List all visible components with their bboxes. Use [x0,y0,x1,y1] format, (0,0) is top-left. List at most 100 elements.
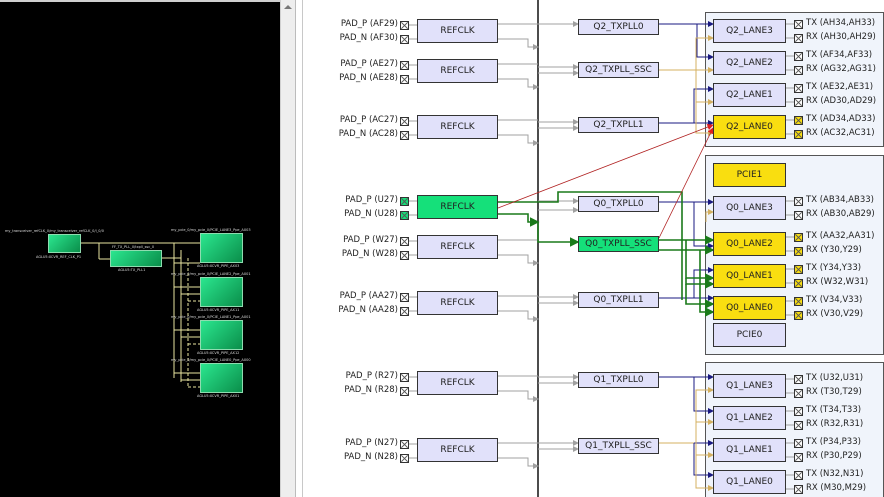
refclk-block[interactable]: REFCLK [417,438,498,462]
rx-pin-icon[interactable] [794,247,803,256]
rx-pin-icon[interactable] [794,311,803,320]
rx-pin-label: RX (AH30,AH29) [806,32,876,42]
lane-block[interactable]: Q2_LANE3 [713,19,786,43]
rx-pin-icon[interactable] [794,66,803,75]
txpll-block[interactable]: Q1_TXPLL0 [578,372,659,388]
rx-pin-label: RX (AB30,AB29) [806,209,875,219]
tx-pin-icon[interactable] [794,265,803,274]
rx-pin-icon[interactable] [794,485,803,494]
pad-pin-icon[interactable] [400,197,409,206]
txpll-block[interactable]: Q2_TXPLL1 [578,117,659,133]
rx-pin-icon[interactable] [794,130,803,139]
lane-block[interactable]: Q2_LANE0 [713,115,786,139]
rx-pin-icon[interactable] [794,34,803,43]
refclk-block[interactable]: REFCLK [417,291,498,315]
pad-pin-icon[interactable] [400,35,409,44]
wire [498,78,539,90]
tx-pin-icon[interactable] [794,297,803,306]
pad-pin-icon[interactable] [400,211,409,220]
wire [695,443,714,458]
rx-pin-icon[interactable] [794,421,803,430]
pad-p-label: PAD_P (AC27) [339,115,398,125]
lane-block[interactable]: Q0_LANE1 [713,264,786,288]
pad-pin-icon[interactable] [400,373,409,382]
wire [498,191,683,300]
pad-pin-icon[interactable] [400,454,409,463]
tx-pin-icon[interactable] [794,84,803,93]
tx-pin-icon[interactable] [794,20,803,29]
pad-pin-icon[interactable] [400,21,409,30]
scroll-up-arrow-icon[interactable] [284,5,292,9]
refclk-block[interactable]: REFCLK [417,195,498,219]
rx-pin-icon[interactable] [794,279,803,288]
lane-block[interactable]: Q2_LANE2 [713,51,786,75]
refclk-block[interactable]: REFCLK [417,115,498,139]
rx-pin-icon[interactable] [794,211,803,220]
refclk-block[interactable]: REFCLK [417,235,498,259]
pipe-cell-3[interactable] [200,233,243,263]
netlist-viewer-pane[interactable]: my_transceiver_refCLK_0/my_transceiver_r… [0,0,280,497]
tx-pin-icon[interactable] [794,407,803,416]
rx-pin-icon[interactable] [794,98,803,107]
pipe-cell-1[interactable] [200,320,243,350]
pad-pin-icon[interactable] [400,387,409,396]
tx-pin-icon[interactable] [794,52,803,61]
txpll-block[interactable]: Q2_TXPLL_SSC [578,62,659,78]
wire [498,310,539,322]
vertical-scrollbar[interactable] [280,0,296,497]
rx-pin-label: RX (AG32,AG31) [806,64,876,74]
pcie0-block[interactable]: PCIE0 [713,323,786,347]
wire [537,222,580,247]
tx-pin-label: TX (T34,T33) [806,405,862,415]
pad-pin-icon[interactable] [400,307,409,316]
tx-pin-label: TX (AB34,AB33) [806,195,874,205]
lane-block[interactable]: Q1_LANE0 [713,470,786,494]
refclk-block[interactable]: REFCLK [417,371,498,395]
txpll-block[interactable]: Q0_TXPLL_SSC [578,236,659,252]
tx-pin-icon[interactable] [794,439,803,448]
txpll-cell[interactable] [110,250,162,267]
txpll-block[interactable]: Q2_TXPLL0 [578,19,659,35]
pad-pin-icon[interactable] [400,117,409,126]
pad-pin-icon[interactable] [400,61,409,70]
lane-block[interactable]: Q1_LANE2 [713,406,786,430]
rx-pin-label: RX (Y30,Y29) [806,245,862,255]
tx-pin-icon[interactable] [794,375,803,384]
wire [498,213,540,227]
refclk-block[interactable]: REFCLK [417,59,498,83]
rx-pin-icon[interactable] [794,389,803,398]
tx-pin-icon[interactable] [794,233,803,242]
pad-pin-icon[interactable] [400,440,409,449]
lane-block[interactable]: Q1_LANE1 [713,438,786,462]
pad-pin-icon[interactable] [400,131,409,140]
lane-block[interactable]: Q1_LANE3 [713,374,786,398]
tx-pin-icon[interactable] [794,471,803,480]
txpll-block[interactable]: Q0_TXPLL1 [578,292,659,308]
tx-pin-label: TX (AH34,AH33) [806,18,876,28]
txpll-block[interactable]: Q0_TXPLL0 [578,196,659,212]
pcie1-block[interactable]: PCIE1 [713,163,786,187]
lane-block[interactable]: Q0_LANE2 [713,232,786,256]
tx-pin-icon[interactable] [794,197,803,206]
pad-pin-icon[interactable] [400,75,409,84]
lane-block[interactable]: Q0_LANE3 [713,196,786,220]
pad-p-label: PAD_P (AF29) [340,19,398,29]
pad-pin-icon[interactable] [400,237,409,246]
pad-p-label: PAD_P (AE27) [340,59,398,69]
txpll-block[interactable]: Q1_TXPLL_SSC [578,438,659,454]
wire [498,254,539,266]
wire [498,457,539,469]
pad-pin-icon[interactable] [400,293,409,302]
pipe-cell-2[interactable] [200,277,243,307]
refclk-cell[interactable] [48,234,81,253]
refclk-block[interactable]: REFCLK [417,19,498,43]
lane-block[interactable]: Q0_LANE0 [713,296,786,320]
pad-pin-icon[interactable] [400,251,409,260]
pad-p-label: PAD_P (R27) [345,371,398,381]
lane-block[interactable]: Q2_LANE1 [713,83,786,107]
pipe-cell-0[interactable] [200,363,243,393]
rx-pin-icon[interactable] [794,453,803,462]
wire [659,86,714,124]
tx-pin-icon[interactable] [794,116,803,125]
